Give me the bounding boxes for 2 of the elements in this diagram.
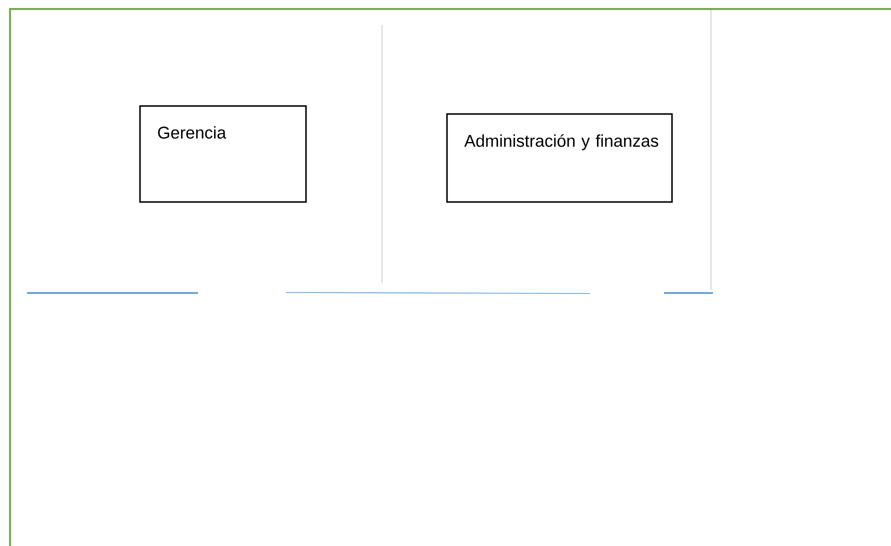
org-box: Gerencia <box>139 105 307 203</box>
org-box: Administración y finanzas <box>446 113 673 203</box>
